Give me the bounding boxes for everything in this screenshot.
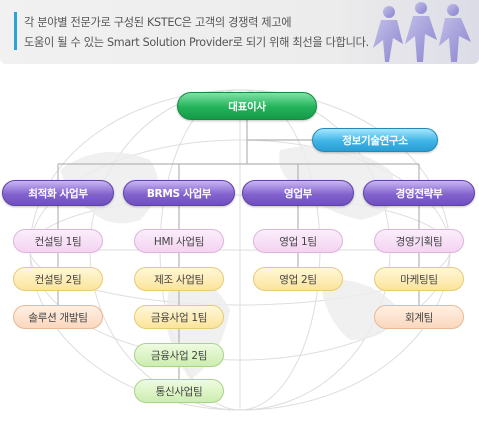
team-management-planning: 경영기획팀 [374, 229, 464, 253]
division-strategy: 경영전략부 [363, 180, 475, 206]
team-finance-1: 금융사업 1팀 [134, 305, 224, 329]
team-manufacturing: 제조 사업팀 [134, 267, 224, 291]
header-banner: 각 분야별 전문가로 구성된 KSTEC은 고객의 경쟁력 제고에 도움이 될 … [0, 0, 479, 64]
team-consulting-1: 컨설팅 1팀 [13, 229, 103, 253]
ceo-box: 대표이사 [177, 92, 317, 120]
banner-text-line-2: 도움이 될 수 있는 Smart Solution Provider로 되기 위… [24, 36, 369, 49]
team-hmi: HMI 사업팀 [134, 229, 224, 253]
team-finance-2: 금융사업 2팀 [134, 343, 224, 367]
banner-text-line-1: 각 분야별 전문가로 구성된 KSTEC은 고객의 경쟁력 제고에 [24, 16, 292, 29]
division-optimization: 최적화 사업부 [2, 180, 114, 206]
team-accounting: 회계팀 [374, 305, 464, 329]
team-solution-dev: 솔루션 개발팀 [13, 305, 103, 329]
lab-box: 정보기술연구소 [312, 128, 438, 152]
team-sales-2: 영업 2팀 [253, 267, 343, 291]
team-telecom: 통신사업팀 [134, 379, 224, 403]
accent-bar [14, 12, 17, 50]
division-sales: 영업부 [242, 180, 354, 206]
team-consulting-2: 컨설팅 2팀 [13, 267, 103, 291]
team-marketing: 마케팅팀 [374, 267, 464, 291]
people-decoration-icon [373, 2, 471, 62]
division-brms: BRMS 사업부 [123, 180, 235, 206]
team-sales-1: 영업 1팀 [253, 229, 343, 253]
